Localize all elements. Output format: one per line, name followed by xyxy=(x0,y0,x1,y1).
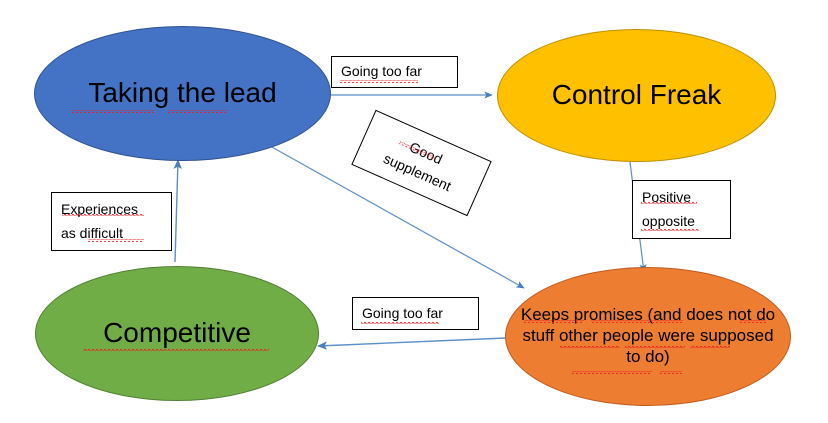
edge-label-experiences-line-2: as difficult xyxy=(61,224,123,241)
edge-label-going-too-far-top[interactable]: Going too far xyxy=(331,56,458,88)
node-competitive[interactable]: Competitive xyxy=(35,266,319,401)
arrow-competitive-to-taking-lead xyxy=(173,159,182,263)
edge-label-going-too-far-top-text: Going too far xyxy=(341,63,422,80)
keeps-promises-line-2: do stuff other people were xyxy=(522,305,776,346)
edge-label-positive-line-1: Positive xyxy=(642,189,692,206)
keeps-promises-line-3: supposed to do) xyxy=(626,326,774,366)
edge-label-going-too-far-bottom-text: Going too far xyxy=(362,304,443,321)
edge-label-positive-line-2: opposite xyxy=(642,212,695,229)
node-control-freak[interactable]: Control Freak xyxy=(497,29,776,162)
node-control-freak-label: Control Freak xyxy=(551,79,722,111)
edge-label-experiences-as-difficult[interactable]: Experiences as difficult xyxy=(51,192,172,251)
node-keeps-promises-label: Keeps promises (and does not do stuff ot… xyxy=(506,305,790,367)
edge-label-going-too-far-bottom[interactable]: Going too far xyxy=(352,297,479,330)
node-taking-the-lead-label: Taking the lead xyxy=(88,77,277,109)
node-keeps-promises[interactable]: Keeps promises (and does not do stuff ot… xyxy=(505,267,791,406)
arrow-keeps-promises-to-competitive xyxy=(317,337,507,350)
node-competitive-label: Competitive xyxy=(103,317,251,349)
node-taking-the-lead[interactable]: Taking the lead xyxy=(34,26,331,161)
edge-label-positive-opposite[interactable]: Positive opposite xyxy=(632,180,731,239)
arrow-taking-lead-to-keeps-promises xyxy=(269,145,525,289)
edge-label-experiences-line-1: Experiences xyxy=(61,201,139,218)
keeps-promises-line-1: Keeps promises (and does not xyxy=(520,305,752,325)
